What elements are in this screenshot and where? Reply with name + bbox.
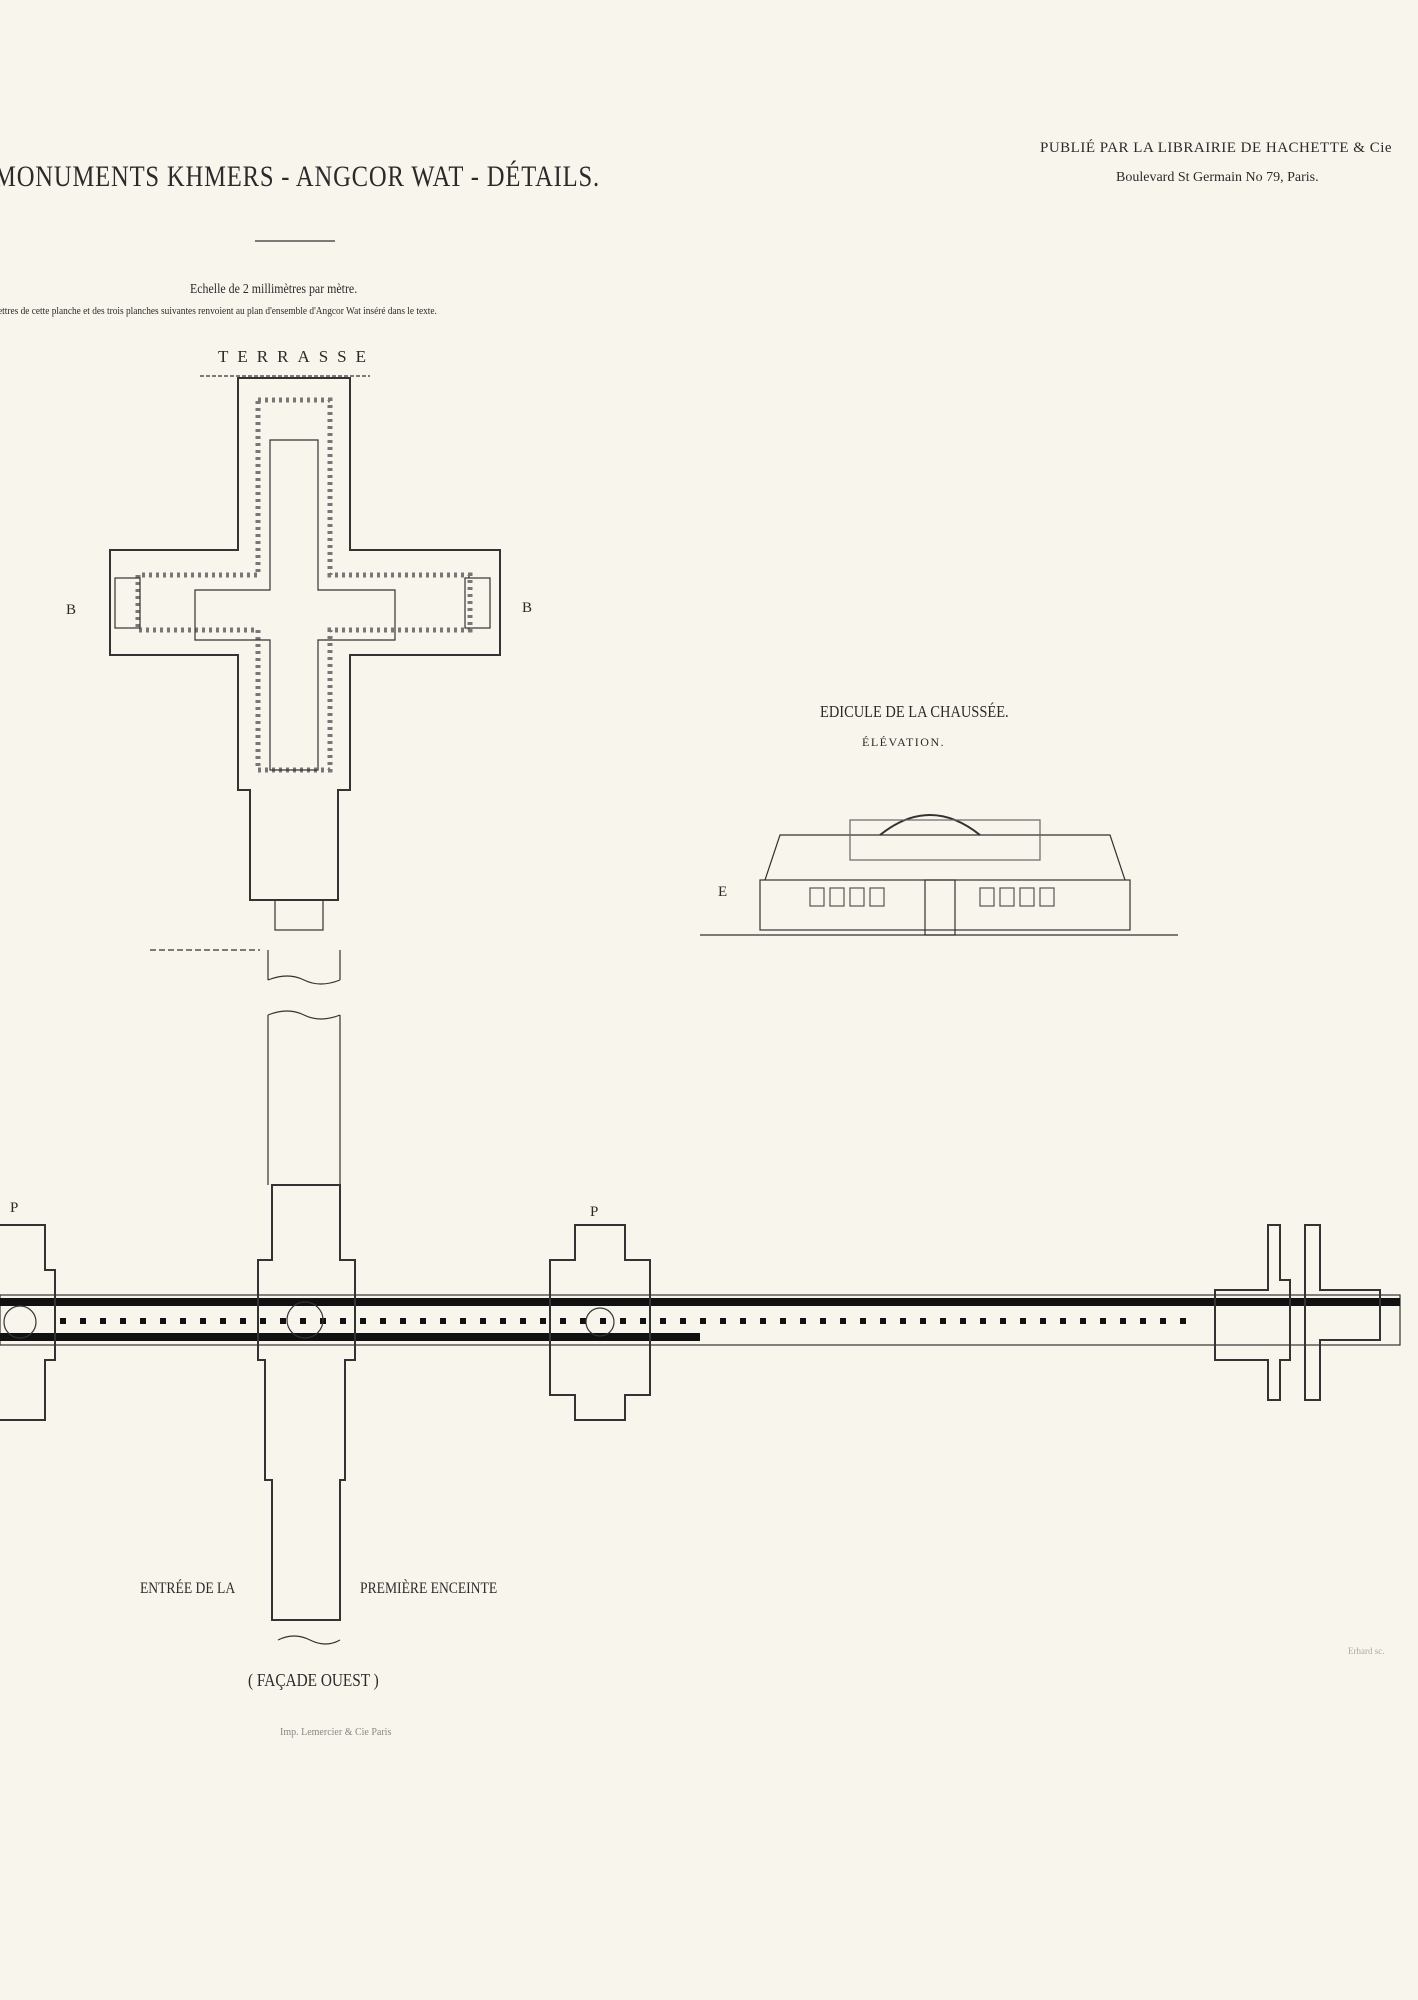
marker-b-right: B <box>522 600 533 616</box>
caption-entree: ENTRÉE DE LA <box>140 1580 236 1597</box>
pillar-mark <box>160 1318 166 1324</box>
pillar-mark <box>720 1318 726 1324</box>
pillar-mark <box>1040 1318 1046 1324</box>
pillar-mark <box>100 1318 106 1324</box>
printer-credit: Imp. Lemercier & Cie Paris <box>280 1727 392 1738</box>
pillar-mark <box>800 1318 806 1324</box>
pillar-mark <box>660 1318 666 1324</box>
pillar-mark <box>520 1318 526 1324</box>
pillar-mark <box>200 1318 206 1324</box>
pillar-mark <box>400 1318 406 1324</box>
pillar-mark <box>760 1318 766 1324</box>
publisher-line-2: Boulevard St Germain No 79, Paris. <box>1116 170 1319 185</box>
cruciform-terrace-plan <box>109 377 501 931</box>
pillar-mark <box>740 1318 746 1324</box>
scale-text: Echelle de 2 millimètres par mètre. <box>190 282 358 297</box>
pillar-mark <box>880 1318 886 1324</box>
pillar-mark <box>120 1318 126 1324</box>
pillar-mark <box>460 1318 466 1324</box>
pillar-mark <box>300 1318 306 1324</box>
engraver-credit: Erhard sc. <box>1348 1646 1385 1656</box>
pillar-mark <box>240 1318 246 1324</box>
plate-title: MONUMENTS KHMERS - ANGCOR WAT - DÉTAILS. <box>0 160 601 193</box>
pillar-mark <box>480 1318 486 1324</box>
pillar-mark <box>180 1318 186 1324</box>
marker-p-center: P <box>590 1204 599 1220</box>
pillar-mark <box>1120 1318 1126 1324</box>
pillar-mark <box>260 1318 266 1324</box>
caption-premiere-enceinte: PREMIÈRE ENCEINTE <box>360 1580 498 1597</box>
edicule-elevation <box>700 814 1178 936</box>
elevation-title: EDICULE DE LA CHAUSSÉE. <box>820 702 1009 721</box>
pillar-mark <box>500 1318 506 1324</box>
pillar-mark <box>620 1318 626 1324</box>
pillar-mark <box>860 1318 866 1324</box>
pillar-mark <box>1100 1318 1106 1324</box>
elevation-subtitle: ÉLÉVATION. <box>862 735 946 749</box>
pillar-mark <box>340 1318 346 1324</box>
pillar-mark <box>920 1318 926 1324</box>
pillar-mark <box>1020 1318 1026 1324</box>
pillar-mark <box>680 1318 686 1324</box>
pillar-mark <box>780 1318 786 1324</box>
pillar-mark <box>1140 1318 1146 1324</box>
pillar-mark <box>820 1318 826 1324</box>
pillar-mark <box>220 1318 226 1324</box>
terrasse-label: TERRASSE <box>218 347 376 366</box>
marker-b-left: B <box>66 602 77 618</box>
pillar-mark <box>940 1318 946 1324</box>
causeway-break <box>150 949 341 1185</box>
first-enclosure-gallery-plan <box>0 1184 1401 1645</box>
pillar-mark <box>540 1318 546 1324</box>
pillar-mark <box>960 1318 966 1324</box>
pillar-mark <box>420 1318 426 1324</box>
pillar-mark <box>700 1318 706 1324</box>
pillar-mark <box>280 1318 286 1324</box>
pillar-mark <box>900 1318 906 1324</box>
pillar-mark <box>80 1318 86 1324</box>
marker-p-left: P <box>10 1200 19 1216</box>
pillar-mark <box>360 1318 366 1324</box>
pillar-mark <box>1060 1318 1066 1324</box>
pillar-mark <box>1000 1318 1006 1324</box>
pillar-mark <box>1160 1318 1166 1324</box>
pillar-mark <box>60 1318 66 1324</box>
pillar-mark <box>1180 1318 1186 1324</box>
caption-facade-ouest: ( FAÇADE OUEST ) <box>248 1670 379 1690</box>
pillar-mark <box>440 1318 446 1324</box>
pillar-mark <box>980 1318 986 1324</box>
publisher-line-1: PUBLIÉ PAR LA LIBRAIRIE DE HACHETTE & Ci… <box>1040 140 1393 156</box>
pillar-mark <box>140 1318 146 1324</box>
pillar-mark <box>380 1318 386 1324</box>
pillar-mark <box>1080 1318 1086 1324</box>
scale-note: ettres de cette planche et des trois pla… <box>0 305 437 317</box>
pillar-mark <box>840 1318 846 1324</box>
pillar-mark <box>560 1318 566 1324</box>
pillar-mark <box>600 1318 606 1324</box>
pillar-mark <box>580 1318 586 1324</box>
pillar-mark <box>640 1318 646 1324</box>
marker-e: E <box>718 884 728 900</box>
